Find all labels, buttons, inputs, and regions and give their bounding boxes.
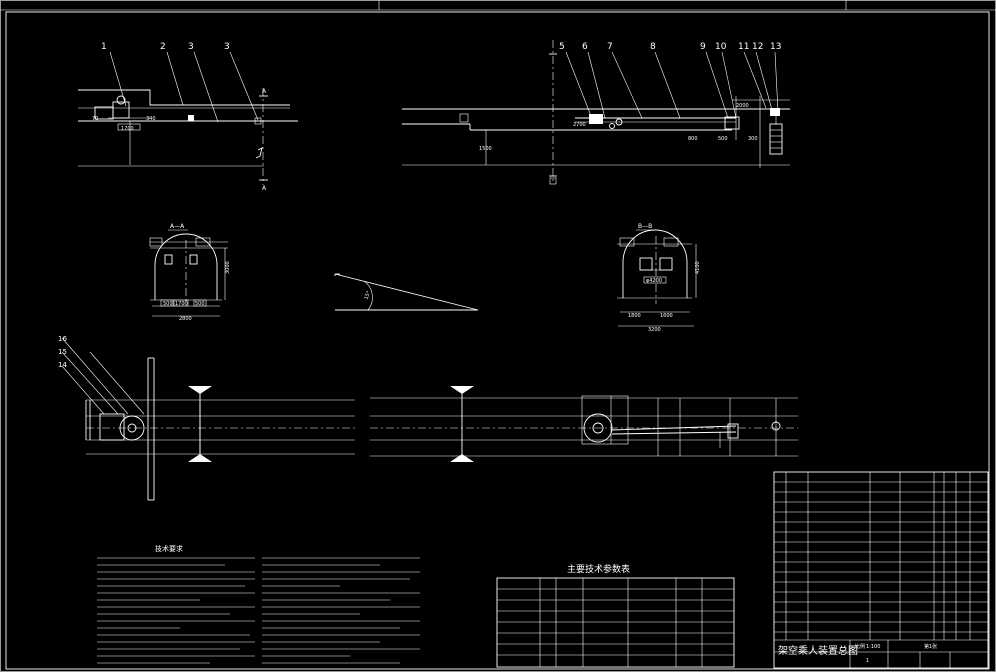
svg-text:300: 300 bbox=[748, 136, 758, 142]
svg-text:1600: 1600 bbox=[660, 313, 673, 319]
callout-14: 14 bbox=[58, 361, 67, 369]
callout-16: 16 bbox=[58, 335, 67, 343]
svg-text:2700: 2700 bbox=[573, 122, 586, 128]
callout-11: 11 bbox=[738, 42, 749, 52]
svg-text:500: 500 bbox=[163, 301, 173, 307]
svg-text:800: 800 bbox=[688, 136, 698, 142]
sheet-label: 第1张 bbox=[924, 643, 937, 650]
top-right-elevation: 2700 2000 1500 800 500 300 5 6 7 8 9 10 … bbox=[402, 40, 790, 185]
svg-text:3000: 3000 bbox=[225, 261, 231, 274]
svg-text:500: 500 bbox=[718, 136, 728, 142]
callout-10: 10 bbox=[715, 42, 727, 52]
svg-text:4100: 4100 bbox=[695, 261, 701, 274]
callout-8: 8 bbox=[650, 42, 656, 52]
params-table-title: 主要技术参数表 bbox=[567, 563, 630, 575]
svg-text:1500: 1500 bbox=[479, 146, 492, 152]
section-title-left: A—A bbox=[170, 223, 185, 230]
bottom-right-plan bbox=[370, 386, 798, 462]
drawing-name: 架空乘人装置总图 bbox=[778, 644, 858, 657]
section-mark-bottom: A bbox=[262, 185, 267, 192]
section-title-right: B—B bbox=[638, 223, 652, 230]
callout-9: 9 bbox=[700, 42, 706, 52]
svg-text:500: 500 bbox=[195, 301, 205, 307]
svg-text:2000: 2000 bbox=[736, 103, 749, 109]
section-view-left: A—A 3000 500 1700 500 2800 bbox=[149, 223, 231, 322]
svg-text:1700: 1700 bbox=[121, 126, 134, 132]
callout-7: 7 bbox=[607, 42, 613, 52]
svg-text:1700: 1700 bbox=[175, 301, 188, 307]
scale-label: 比例 bbox=[855, 643, 865, 650]
top-left-elevation: 1700 70 340 1 2 3 3 A A bbox=[78, 42, 298, 192]
svg-text:2800: 2800 bbox=[179, 316, 192, 322]
svg-text:3200: 3200 bbox=[648, 327, 661, 333]
svg-text:φ4200: φ4200 bbox=[646, 278, 662, 284]
svg-text:340: 340 bbox=[146, 116, 156, 122]
callout-15: 15 bbox=[58, 348, 67, 356]
section-view-right: B—B φ4200 4100 1800 1600 3200 bbox=[617, 223, 701, 333]
svg-text:15°: 15° bbox=[364, 290, 373, 301]
svg-text:70: 70 bbox=[92, 116, 98, 122]
callout-1: 1 bbox=[101, 42, 107, 52]
incline-sketch: 15° bbox=[334, 273, 479, 311]
title-block: 架空乘人装置总图 比例 1:100 第1张 1 bbox=[773, 471, 989, 669]
callout-2: 2 bbox=[160, 42, 166, 52]
bottom-left-plan: 16 15 14 bbox=[58, 335, 355, 501]
sheet-value: 1 bbox=[866, 658, 869, 664]
callout-3a: 3 bbox=[188, 42, 194, 52]
section-mark-top: A bbox=[262, 88, 267, 95]
technical-notes: 技术要求 bbox=[97, 544, 420, 664]
scale-value: 1:100 bbox=[866, 644, 880, 650]
callout-6: 6 bbox=[582, 42, 588, 52]
callout-3b: 3 bbox=[224, 42, 230, 52]
callout-12: 12 bbox=[752, 42, 763, 52]
callout-13: 13 bbox=[770, 42, 781, 52]
callout-5: 5 bbox=[559, 42, 565, 52]
params-table: 主要技术参数表 bbox=[496, 563, 735, 668]
notes-title: 技术要求 bbox=[155, 544, 183, 553]
svg-text:1800: 1800 bbox=[628, 313, 641, 319]
